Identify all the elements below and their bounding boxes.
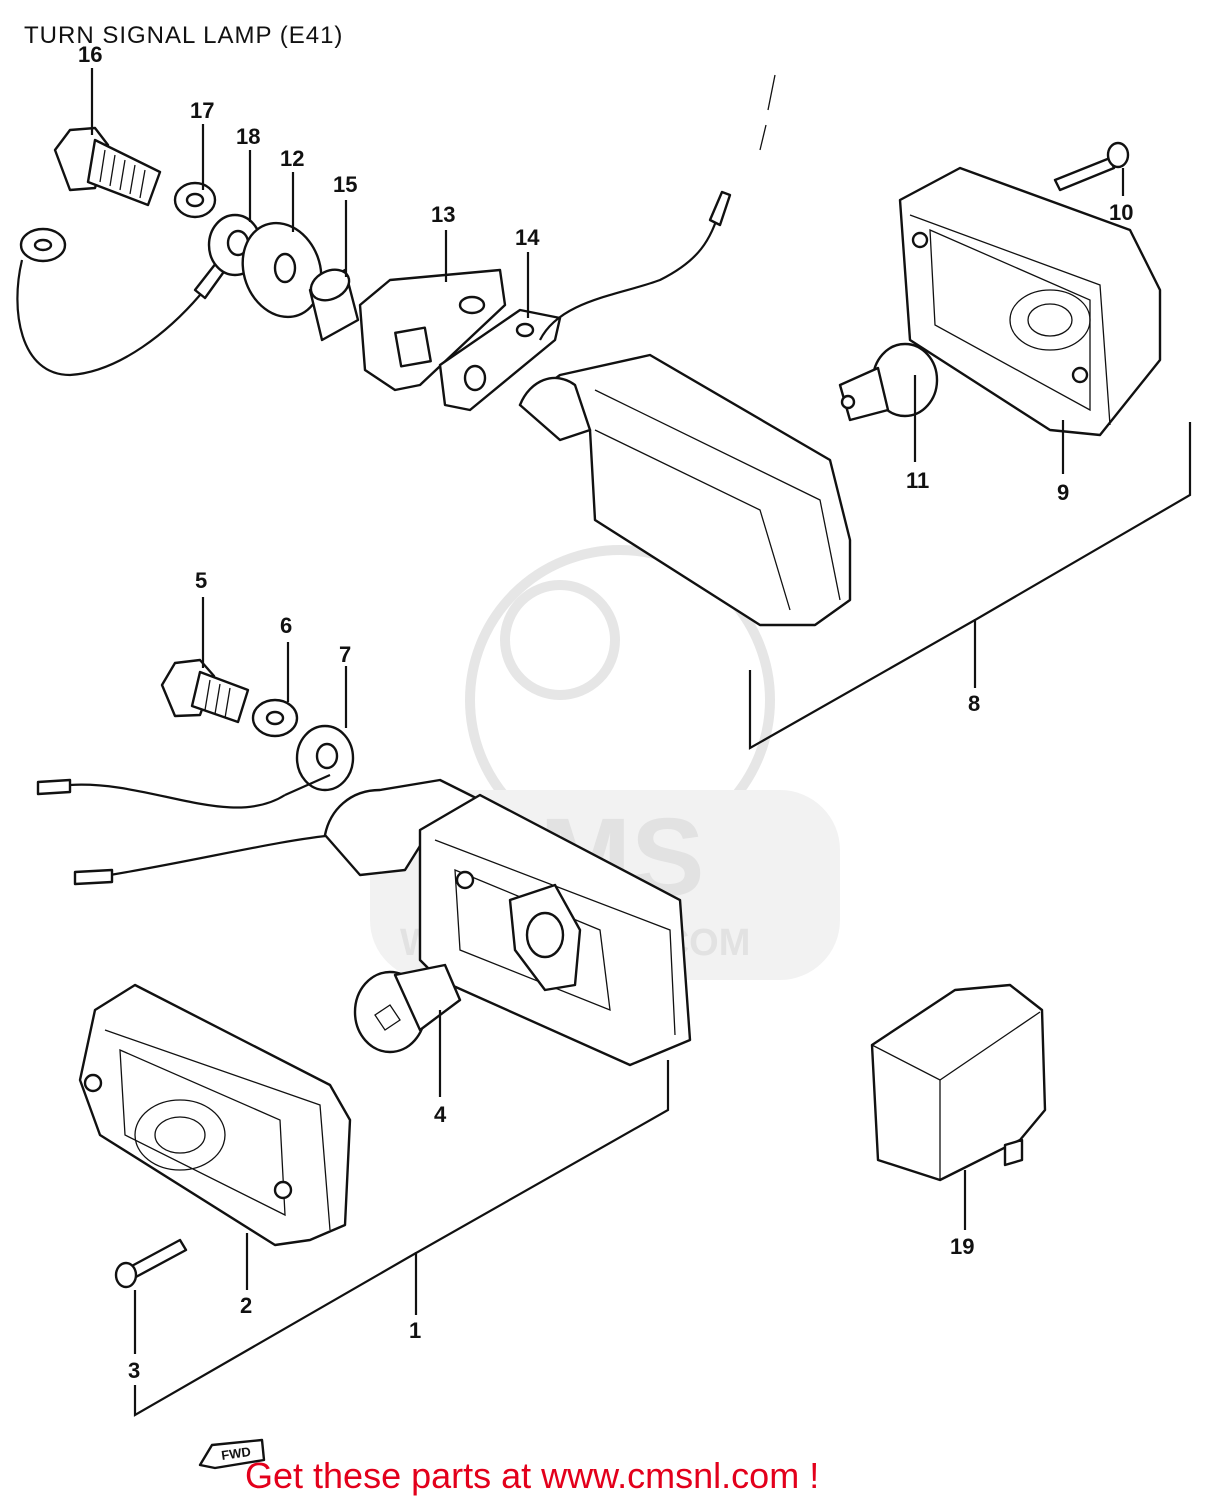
spring-washer-17 — [173, 181, 217, 219]
fwd-label: FWD — [220, 1444, 251, 1463]
callout-11: 11 — [906, 468, 929, 493]
callout-14: 14 — [515, 225, 540, 250]
callout-19: 19 — [950, 1234, 974, 1259]
bracket-13 — [358, 268, 507, 392]
washer-7 — [295, 724, 355, 792]
spring-washer-6 — [251, 698, 299, 738]
wire-connector — [708, 190, 732, 227]
callout-4: 4 — [434, 1102, 447, 1127]
callout-labels: 16 17 18 12 15 13 14 10 11 9 8 5 6 7 4 1… — [78, 42, 1133, 1383]
callout-8: 8 — [968, 691, 980, 716]
washer-12 — [241, 221, 323, 319]
callout-3: 3 — [128, 1358, 140, 1383]
screw-10 — [1053, 141, 1130, 192]
plate-14 — [438, 308, 562, 412]
flasher-relay-19 — [870, 983, 1047, 1182]
lamp-housing-upper — [518, 353, 852, 627]
leader-dash — [759, 74, 776, 151]
ground-wire — [16, 227, 230, 377]
fwd-direction-arrow: FWD — [198, 1438, 266, 1470]
callout-16: 16 — [78, 42, 102, 67]
diagram-title: TURN SIGNAL LAMP (E41) — [24, 22, 344, 49]
collar-15 — [308, 268, 360, 342]
callout-13: 13 — [431, 202, 455, 227]
screw-3 — [114, 1238, 188, 1289]
bulb-4 — [353, 963, 462, 1054]
lens-2 — [78, 983, 352, 1247]
callout-1: 1 — [409, 1318, 421, 1343]
footer-promo-text: Get these parts at www.cmsnl.com ! — [245, 1455, 820, 1496]
leader-lines — [90, 68, 1192, 1417]
callout-7: 7 — [339, 642, 351, 667]
lower-lamp-wires — [36, 773, 336, 886]
bulb-11 — [838, 342, 939, 422]
lamp-housing-lower — [323, 778, 692, 1067]
bolt-5 — [160, 658, 250, 724]
callout-12: 12 — [280, 146, 304, 171]
bolt-16 — [53, 126, 162, 207]
callout-15: 15 — [333, 172, 357, 197]
upper-lamp-wire — [539, 209, 722, 341]
callout-2: 2 — [240, 1293, 252, 1318]
callout-6: 6 — [280, 613, 292, 638]
callout-18: 18 — [236, 124, 260, 149]
callout-9: 9 — [1057, 480, 1069, 505]
callout-17: 17 — [190, 98, 214, 123]
lens-9 — [898, 166, 1162, 437]
callout-10: 10 — [1109, 200, 1133, 225]
callout-5: 5 — [195, 568, 207, 593]
